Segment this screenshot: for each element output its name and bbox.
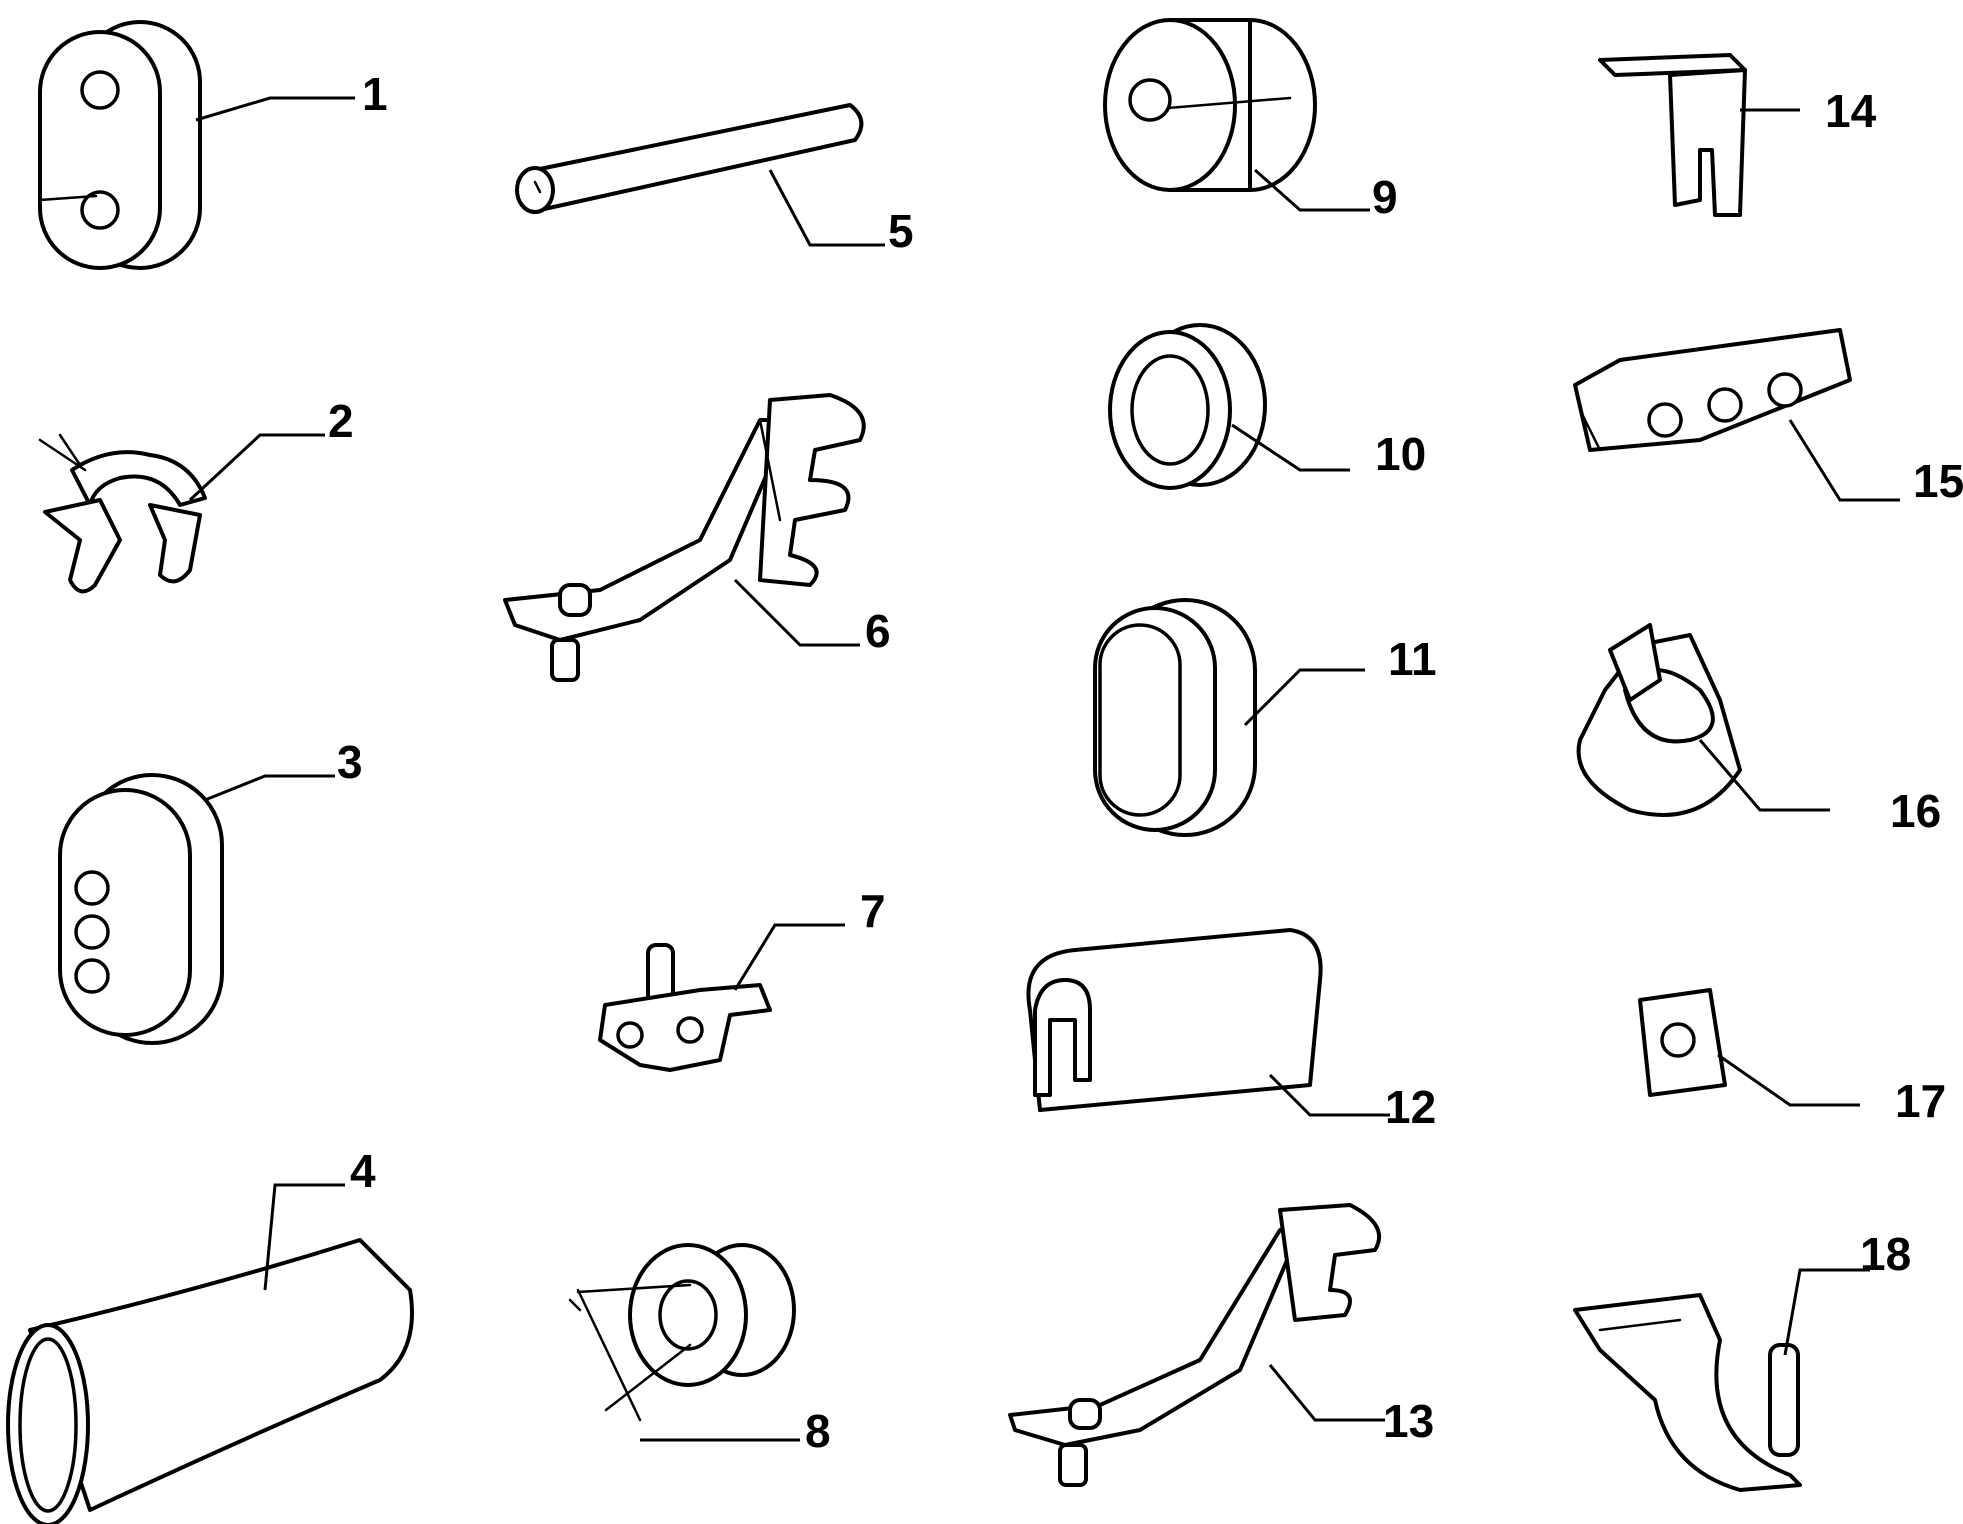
callout-11: 11 bbox=[1388, 633, 1437, 685]
part-17-clip: 17 bbox=[1638, 988, 1946, 1127]
part-10-grommet: 10 bbox=[1108, 323, 1426, 490]
part-15-clip: 15 bbox=[1573, 328, 1963, 507]
part-7-clip: 7 bbox=[598, 885, 886, 1072]
part-2-clip: 2 bbox=[38, 395, 354, 594]
part-8-grommet: 8 bbox=[568, 1243, 831, 1457]
callout-8: 8 bbox=[805, 1405, 831, 1457]
callout-4: 4 bbox=[350, 1145, 376, 1197]
part-11-grommet: 11 bbox=[1093, 598, 1437, 837]
callout-12: 12 bbox=[1385, 1081, 1436, 1133]
callout-2: 2 bbox=[328, 395, 354, 447]
callout-16: 16 bbox=[1890, 785, 1941, 837]
part-5-tube: 5 bbox=[515, 103, 914, 257]
part-3-grommet: 3 bbox=[58, 736, 363, 1045]
part-4-sleeve: 4 bbox=[6, 1145, 414, 1524]
callout-17: 17 bbox=[1895, 1075, 1946, 1127]
callout-3: 3 bbox=[337, 736, 363, 788]
part-18-holder: 18 bbox=[1573, 1228, 1911, 1492]
part-14-bracket: 14 bbox=[1598, 53, 1877, 217]
part-6-bracket: 6 bbox=[503, 393, 891, 682]
callout-5: 5 bbox=[888, 205, 914, 257]
callout-6: 6 bbox=[865, 605, 891, 657]
callout-9: 9 bbox=[1372, 171, 1398, 223]
callout-10: 10 bbox=[1375, 428, 1426, 480]
callout-1: 1 bbox=[362, 68, 388, 120]
part-1-grommet: 1 bbox=[38, 20, 388, 270]
callout-7: 7 bbox=[860, 885, 886, 937]
part-9-grommet: 9 bbox=[1103, 18, 1398, 223]
callout-15: 15 bbox=[1913, 455, 1963, 507]
part-13-bracket: 13 bbox=[1008, 1203, 1434, 1487]
callout-18: 18 bbox=[1860, 1228, 1911, 1280]
callout-14: 14 bbox=[1825, 85, 1877, 137]
callout-13: 13 bbox=[1383, 1395, 1434, 1447]
part-12-trim: 12 bbox=[1026, 928, 1436, 1133]
part-16-strap: 16 bbox=[1576, 623, 1941, 837]
